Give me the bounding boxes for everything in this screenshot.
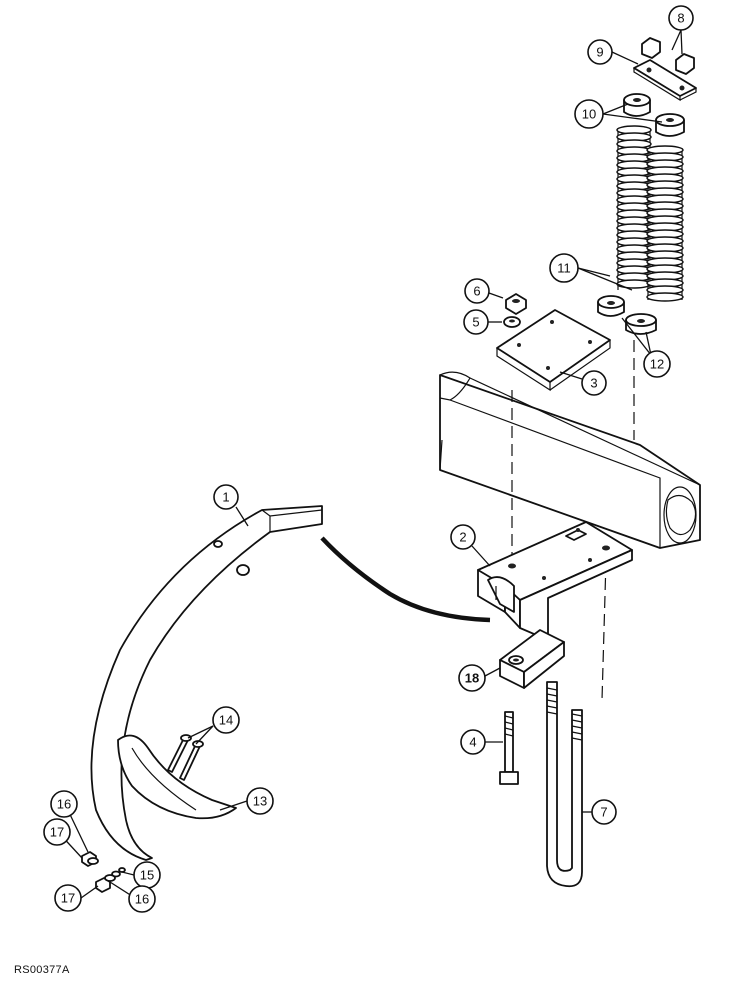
shank <box>90 505 323 861</box>
svg-text:17: 17 <box>50 825 64 840</box>
callout-14: 14 <box>212 706 240 734</box>
svg-text:12: 12 <box>650 357 664 372</box>
callout-17b: 17 <box>54 884 82 912</box>
spring-left <box>616 125 652 290</box>
svg-text:6: 6 <box>473 284 480 299</box>
callout-4: 4 <box>460 729 486 755</box>
clamp-plate <box>496 309 611 392</box>
callout-15: 15 <box>133 861 161 889</box>
spring-washer-bottom <box>597 295 657 335</box>
svg-text:16: 16 <box>135 892 149 907</box>
svg-text:5: 5 <box>472 315 479 330</box>
callout-16a: 16 <box>50 790 78 818</box>
svg-text:4: 4 <box>469 735 476 750</box>
callout-6: 6 <box>464 278 490 304</box>
callout-13: 13 <box>246 787 274 815</box>
spring-washer-top <box>623 93 685 137</box>
svg-text:18: 18 <box>465 671 479 686</box>
connector-line <box>320 536 491 623</box>
figure-reference-code: RS00377A <box>14 964 70 976</box>
svg-text:15: 15 <box>140 868 154 883</box>
shim-block <box>499 629 565 689</box>
svg-text:7: 7 <box>600 805 607 820</box>
svg-text:14: 14 <box>219 713 233 728</box>
spring-coil <box>616 279 652 289</box>
svg-text:11: 11 <box>557 261 571 276</box>
svg-text:2: 2 <box>459 530 466 545</box>
callout-1: 1 <box>213 484 239 510</box>
spring-coil <box>646 292 684 302</box>
nut-8 <box>641 37 695 75</box>
frame-tube <box>439 371 701 549</box>
svg-text:9: 9 <box>596 45 603 60</box>
callout-9: 9 <box>587 39 613 65</box>
alignment-lines <box>511 340 635 701</box>
svg-text:8: 8 <box>677 11 684 26</box>
callout-11: 11 <box>549 253 579 283</box>
callout-12: 12 <box>643 350 671 378</box>
callouts: 1 2 3 4 5 6 7 8 <box>43 5 694 913</box>
spring-right <box>646 145 684 302</box>
plow-bolts <box>167 734 204 781</box>
callout-5: 5 <box>463 309 489 335</box>
callout-2: 2 <box>450 524 476 550</box>
callout-7: 7 <box>591 799 617 825</box>
svg-text:17: 17 <box>61 891 75 906</box>
nut-6 <box>505 293 527 315</box>
callout-3: 3 <box>581 370 607 396</box>
mounting-bracket <box>477 521 633 641</box>
svg-text:10: 10 <box>582 107 596 122</box>
svg-text:16: 16 <box>57 797 71 812</box>
callout-10: 10 <box>574 99 604 129</box>
lockwasher-5 <box>503 316 521 328</box>
svg-text:1: 1 <box>222 490 229 505</box>
carriage-bolt <box>499 711 519 785</box>
callout-8: 8 <box>668 5 694 31</box>
u-bolt <box>546 681 583 888</box>
callout-16b: 16 <box>128 885 156 913</box>
svg-text:3: 3 <box>590 376 597 391</box>
strap <box>633 59 697 102</box>
sweep-point <box>117 734 237 820</box>
small-hardware <box>81 851 126 893</box>
callout-18: 18 <box>458 664 486 692</box>
callout-17a: 17 <box>43 818 71 846</box>
svg-text:13: 13 <box>253 794 267 809</box>
